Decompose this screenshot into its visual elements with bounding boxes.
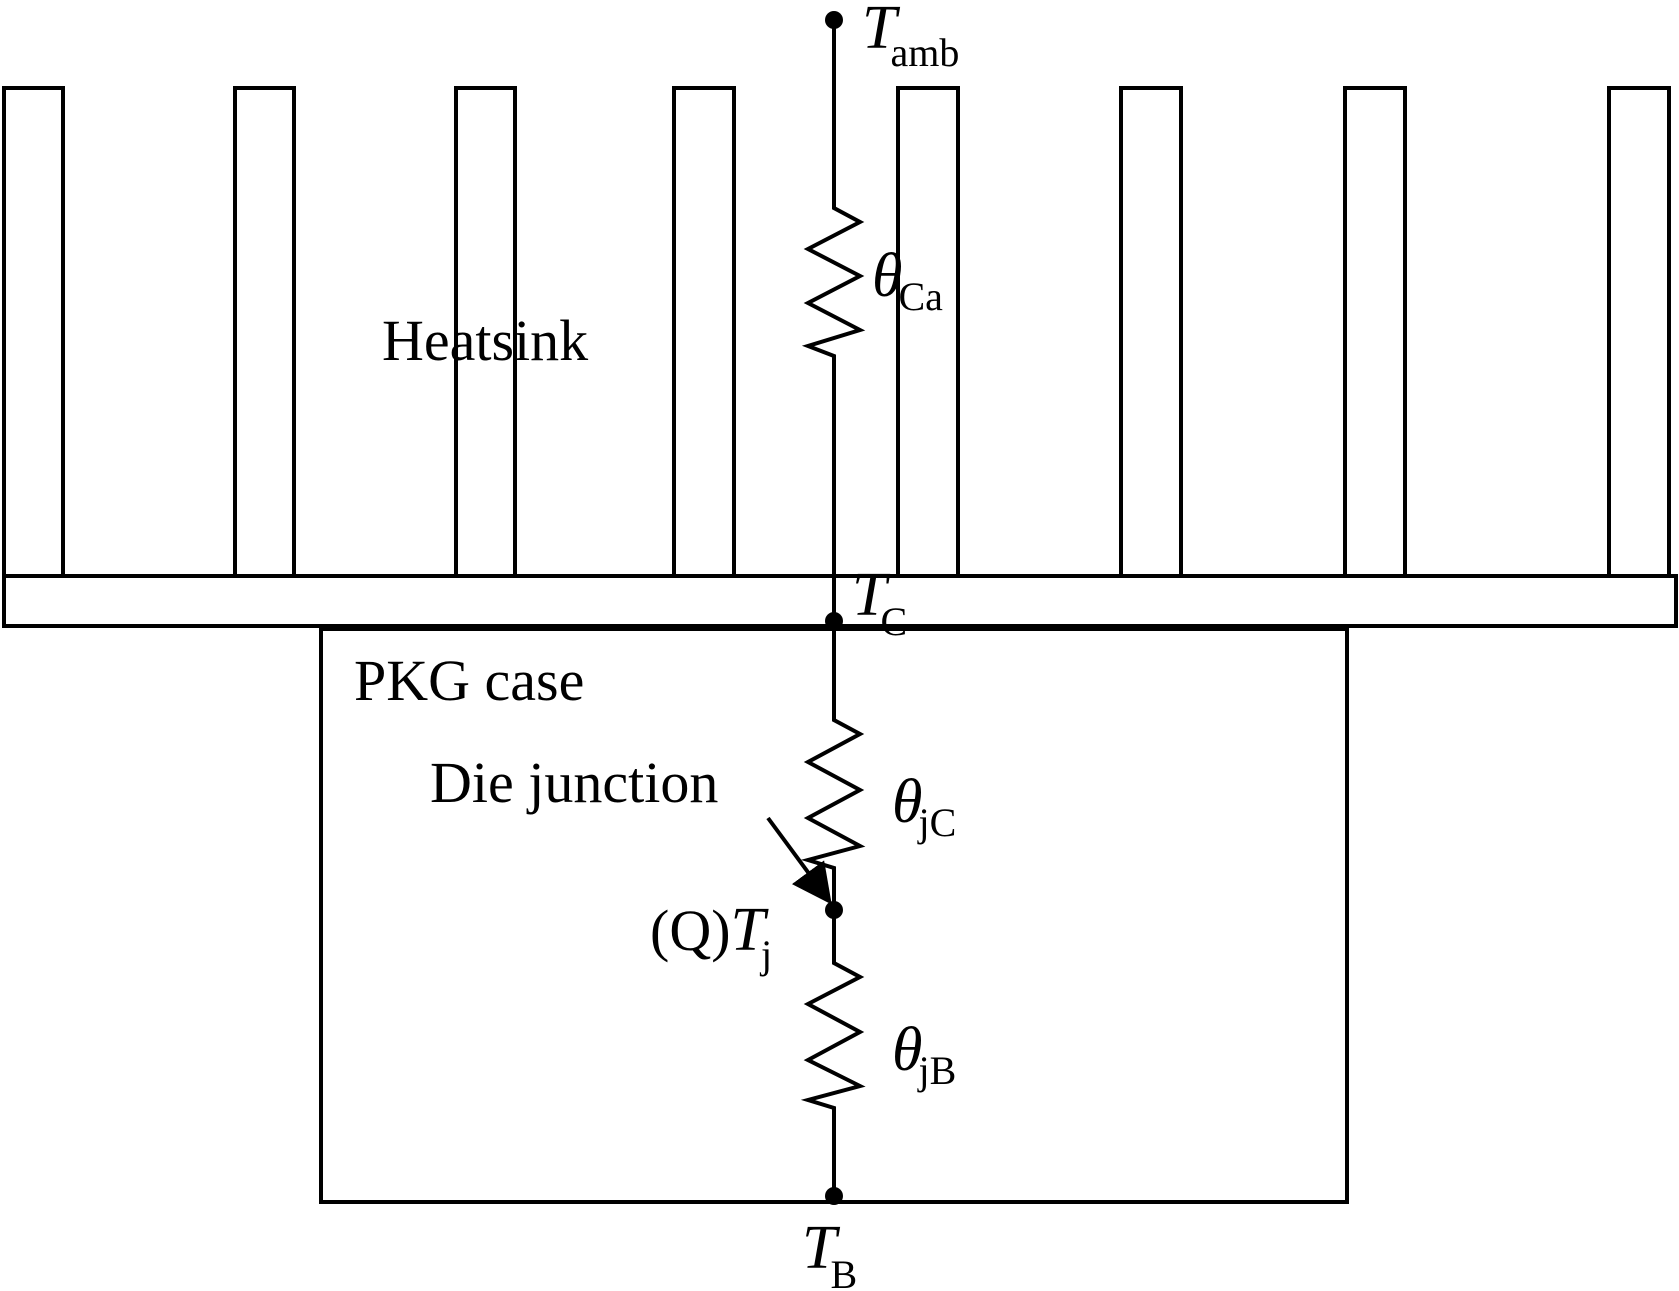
theta-ca-subscript: Ca bbox=[898, 274, 943, 319]
node-t-j-subscript: j bbox=[759, 932, 772, 977]
node-t-amb-dot bbox=[825, 11, 843, 29]
theta-jb-label: θjB bbox=[892, 1016, 956, 1093]
heatsink-fin bbox=[1607, 86, 1671, 580]
node-t-b-dot bbox=[825, 1187, 843, 1205]
thermal-path-wire bbox=[800, 20, 866, 1196]
node-t-c-label: TC bbox=[852, 561, 907, 644]
theta-jb-subscript: jB bbox=[916, 1048, 956, 1093]
die-junction-arrow bbox=[766, 816, 832, 905]
die-junction-label: Die junction bbox=[430, 750, 718, 815]
theta-ca-label: θCa bbox=[872, 242, 943, 319]
heatsink-label: Heatsink bbox=[382, 308, 588, 373]
heatsink-fin bbox=[896, 86, 960, 580]
theta-jc-label: θjC bbox=[892, 768, 956, 845]
node-t-b-subscript: B bbox=[830, 1252, 857, 1291]
theta-jb-symbol: θ bbox=[892, 1016, 922, 1084]
node-t-amb-symbol: T bbox=[862, 0, 901, 62]
node-t-b-label: TB bbox=[802, 1214, 857, 1291]
heatsink-fin bbox=[454, 86, 517, 580]
heatsink-fin bbox=[1119, 86, 1183, 580]
node-t-j-label: (Q)Tj bbox=[650, 896, 772, 977]
node-t-c-subscript: C bbox=[880, 599, 907, 644]
theta-jc-subscript: jC bbox=[916, 800, 956, 845]
node-t-b-symbol: T bbox=[802, 1214, 841, 1282]
heatsink-fin bbox=[1343, 86, 1407, 580]
node-t-j-dot bbox=[825, 901, 843, 919]
heatsink-fin bbox=[2, 86, 65, 580]
node-t-j-symbol: T bbox=[731, 896, 770, 964]
theta-jc-symbol: θ bbox=[892, 768, 922, 836]
node-t-j-prefix: (Q) bbox=[650, 898, 731, 963]
heatsink-fin bbox=[672, 86, 736, 580]
node-t-amb-label: Tamb bbox=[862, 0, 959, 75]
heatsink-fins bbox=[2, 86, 1671, 580]
node-t-c-symbol: T bbox=[852, 561, 891, 629]
node-t-c-dot bbox=[825, 612, 843, 630]
theta-ca-symbol: θ bbox=[872, 242, 902, 310]
heatsink-fin bbox=[233, 86, 296, 580]
pkg-case-label: PKG case bbox=[354, 648, 584, 713]
node-t-amb-subscript: amb bbox=[890, 30, 959, 75]
